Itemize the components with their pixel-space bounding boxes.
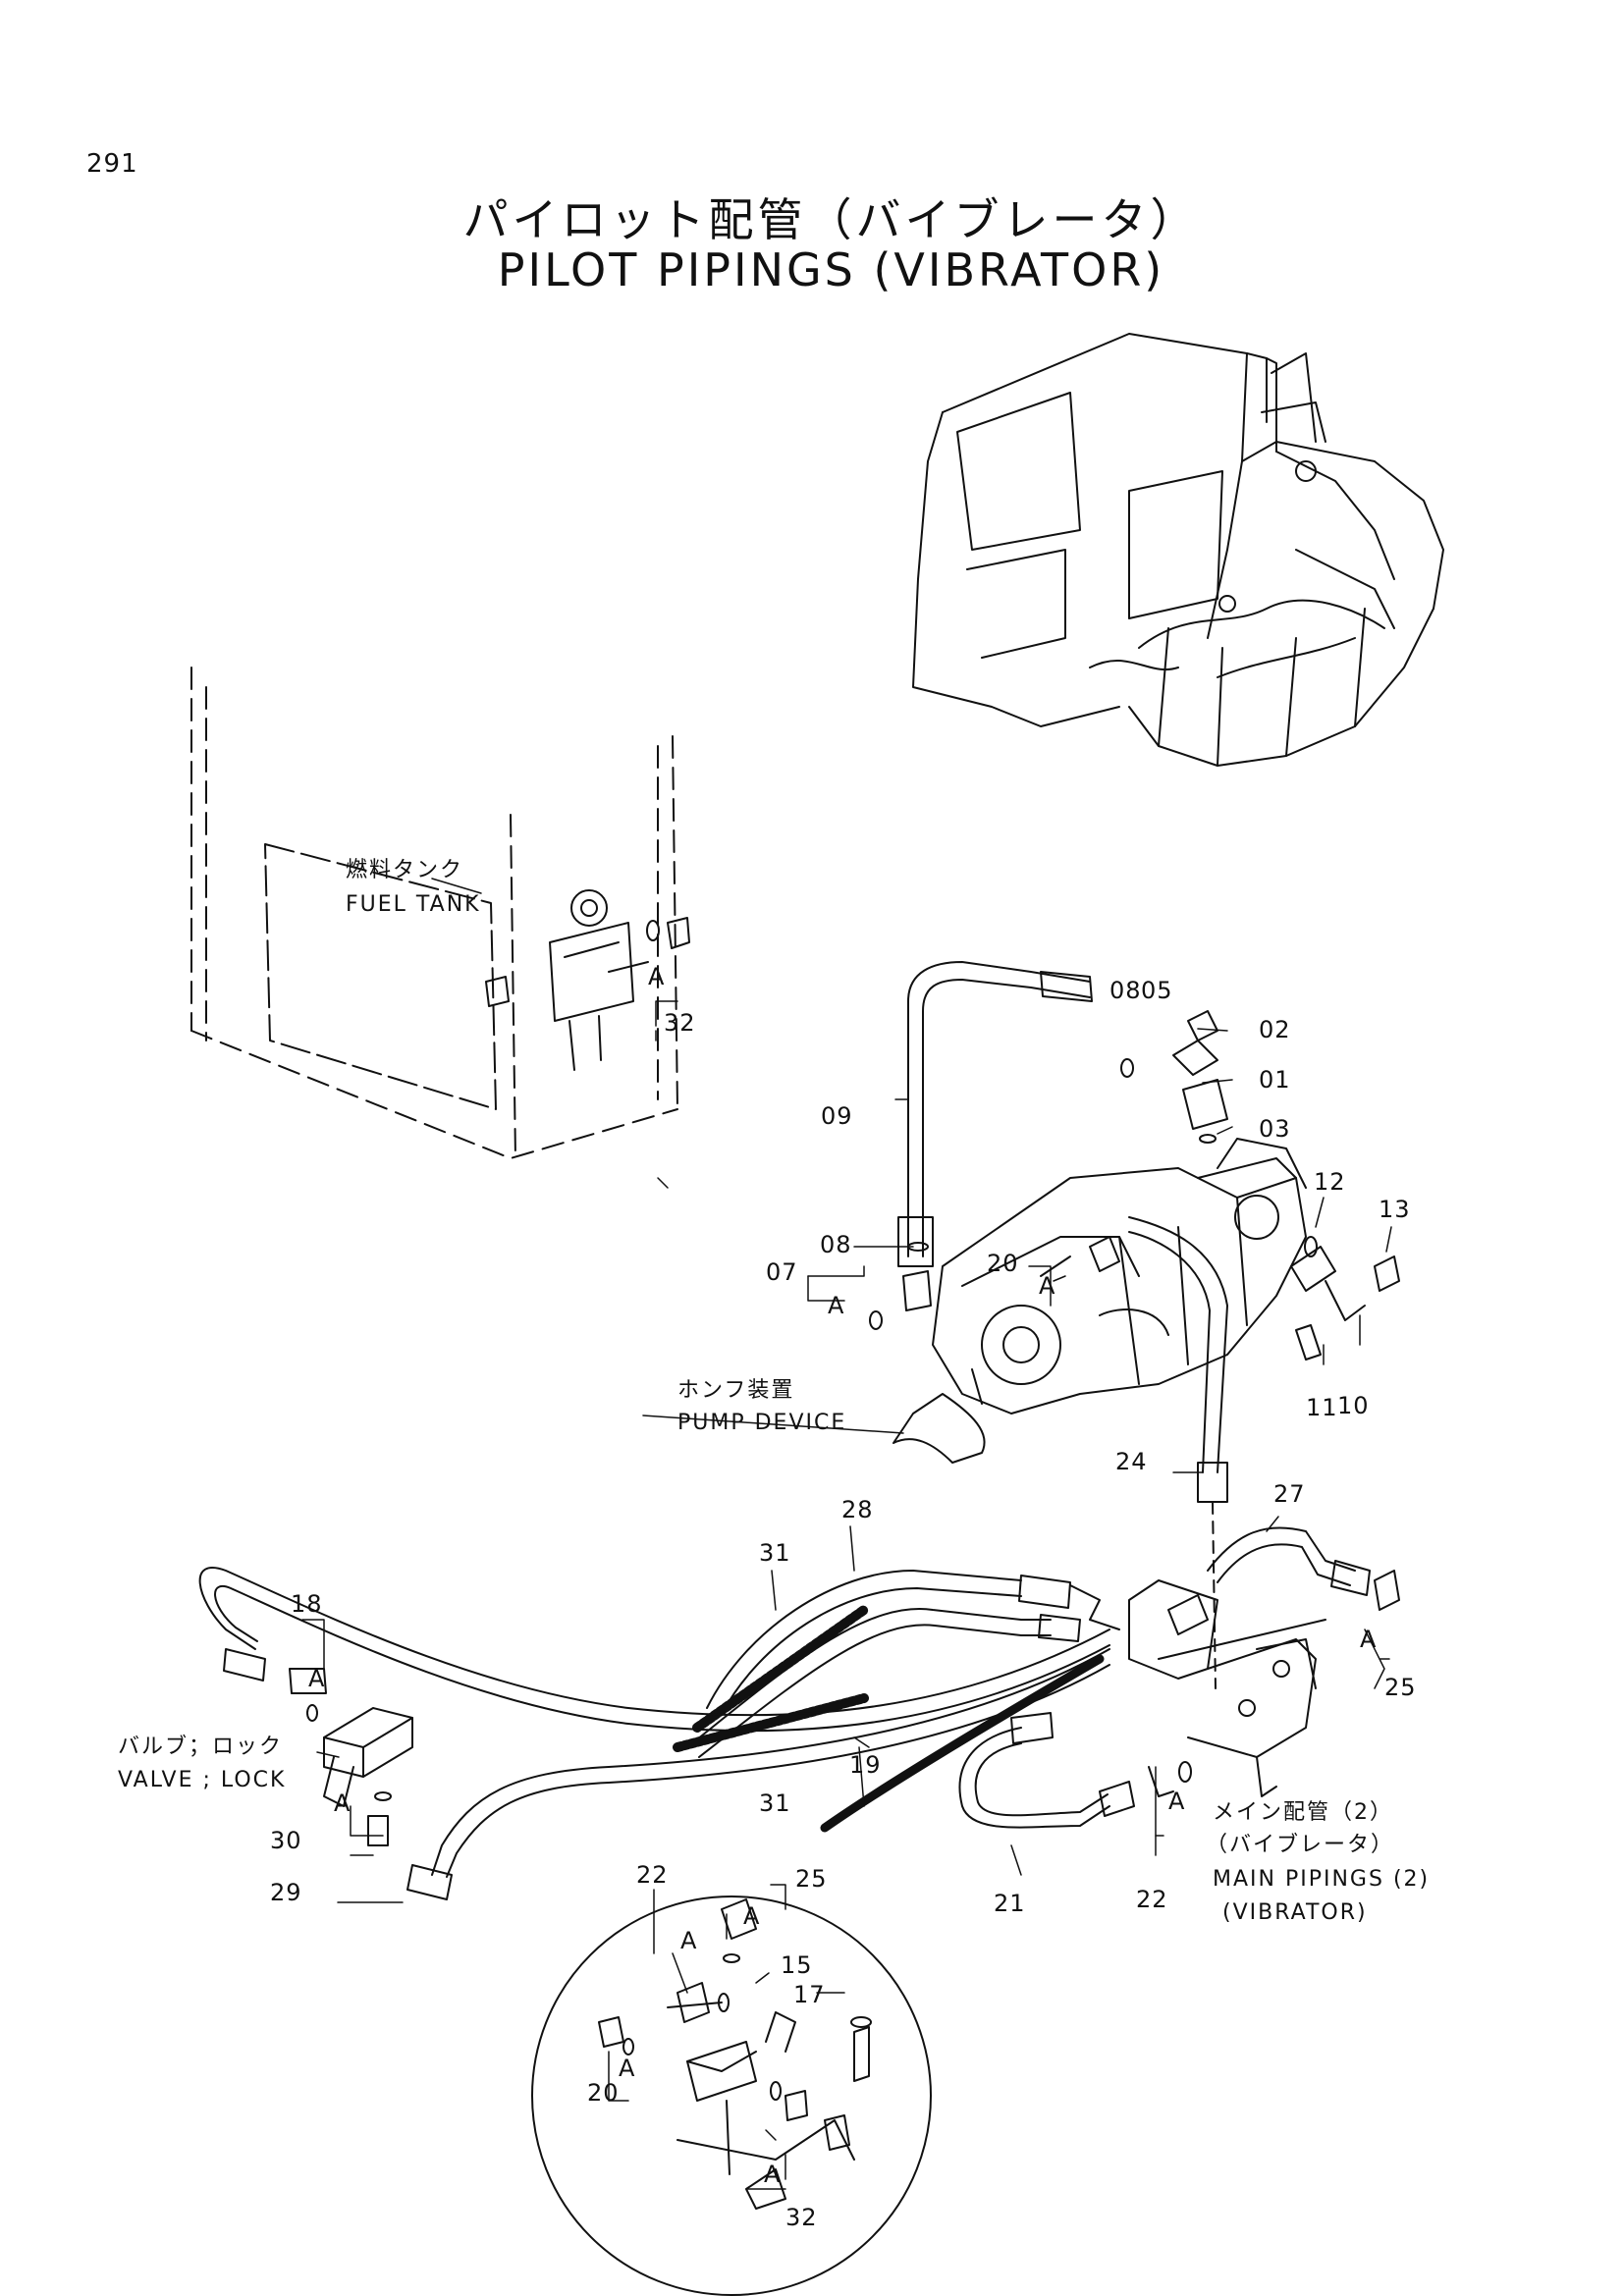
part-label-24: 24 [1115,1448,1148,1475]
fuel-tank-label-en: FUEL TANK [346,892,481,917]
small-fittings [869,1010,1400,1361]
ref-mark-a: A [828,1292,844,1319]
pipe-09 [897,961,1093,1267]
main-pipings-label-jp-2: （バイブレータ） [1206,1833,1394,1857]
part-label-25-detail: 25 [795,1865,828,1893]
pipe-24 [1128,1216,1228,1689]
part-label-22-detail: 22 [636,1861,669,1889]
ref-mark-a: A [648,963,665,990]
part-label-27: 27 [1273,1480,1306,1508]
pump-device-label-en: PUMP DEVICE [677,1411,846,1435]
ref-mark-a: A [680,1927,697,1954]
detail-circle [531,1654,1105,2296]
part-number-labels: 08 05 02 01 03 09 08 07 20 12 13 11 10 2… [270,977,1417,2231]
part-label-30: 30 [270,1827,302,1854]
ref-mark-a: A [619,2055,635,2082]
hose-28 [706,1570,1120,1715]
page-number: 291 [86,149,138,179]
part-label-08-lower: 08 [820,1231,852,1258]
callout-labels: 燃料タンク FUEL TANK ホンフ装置 PUMP DEVICE バルブ；ロッ… [118,858,1430,1925]
part-label-01: 01 [1259,1066,1291,1094]
ref-mark-a: A [1360,1626,1377,1653]
part-label-32-detail: 32 [785,2204,818,2231]
main-valve-block-illustration [1128,1579,1326,1797]
ref-mark-a: A [743,1902,760,1930]
leader-lines [301,878,1392,2190]
part-label-31-upper: 31 [759,1539,791,1567]
pipe-27 [1167,1526,1400,1635]
part-label-05: 05 [1141,977,1173,1004]
part-label-29: 29 [270,1879,302,1906]
part-label-10: 10 [1337,1392,1370,1419]
part-label-20-detail: 20 [587,2079,620,2107]
excavator-overview-illustration [912,333,1444,767]
part-label-18: 18 [291,1590,323,1618]
part-label-15: 15 [781,1951,813,1979]
fuel-tank-label-jp: 燃料タンク [346,858,463,882]
pump-device-label-jp: ホンフ装置 [677,1378,794,1403]
ref-mark-a: A [1168,1788,1185,1815]
reference-marks: A A A A A A A A A A A [308,963,1377,2188]
part-label-12: 12 [1314,1168,1346,1196]
ref-mark-a: A [764,2161,781,2188]
part-label-21: 21 [994,1890,1026,1917]
part-label-31-lower: 31 [759,1789,791,1817]
page-title-english: PILOT PIPINGS (VIBRATOR) [497,243,1165,296]
main-pipings-label-en-2: (VIBRATOR) [1222,1900,1368,1925]
part-label-08: 08 [1109,977,1142,1004]
page-title-japanese: パイロット配管（バイブレータ） [462,193,1200,246]
fuel-tank-illustration [190,667,690,1159]
part-label-22-right: 22 [1136,1886,1168,1913]
hose-19 [686,1608,1081,1758]
part-label-19: 19 [849,1751,882,1779]
main-pipings-label-jp-1: メイン配管（2） [1213,1800,1393,1825]
part-label-32-upper: 32 [664,1009,696,1037]
pipe-21 [958,1712,1135,1829]
part-label-17: 17 [793,1981,826,2008]
hose-31-sleeve [673,1605,869,1752]
part-label-07: 07 [766,1258,798,1286]
valve-lock-label-en: VALVE ; LOCK [118,1768,286,1792]
pump-device-illustration [893,1138,1307,1464]
part-label-11: 11 [1306,1394,1338,1421]
part-label-13: 13 [1379,1196,1411,1223]
ref-mark-a: A [308,1665,325,1692]
main-pipings-label-en-1: MAIN PIPINGS (2) [1213,1867,1430,1892]
part-label-20-upper: 20 [987,1250,1019,1277]
part-label-02: 02 [1259,1016,1291,1043]
ref-mark-a: A [1039,1272,1055,1300]
part-label-28: 28 [841,1496,874,1523]
ref-mark-a: A [334,1789,351,1817]
part-label-25-right: 25 [1384,1674,1417,1701]
part-label-03: 03 [1259,1115,1291,1143]
part-label-09: 09 [821,1102,853,1130]
valve-lock-label-jp: バルブ；ロック [118,1735,283,1759]
